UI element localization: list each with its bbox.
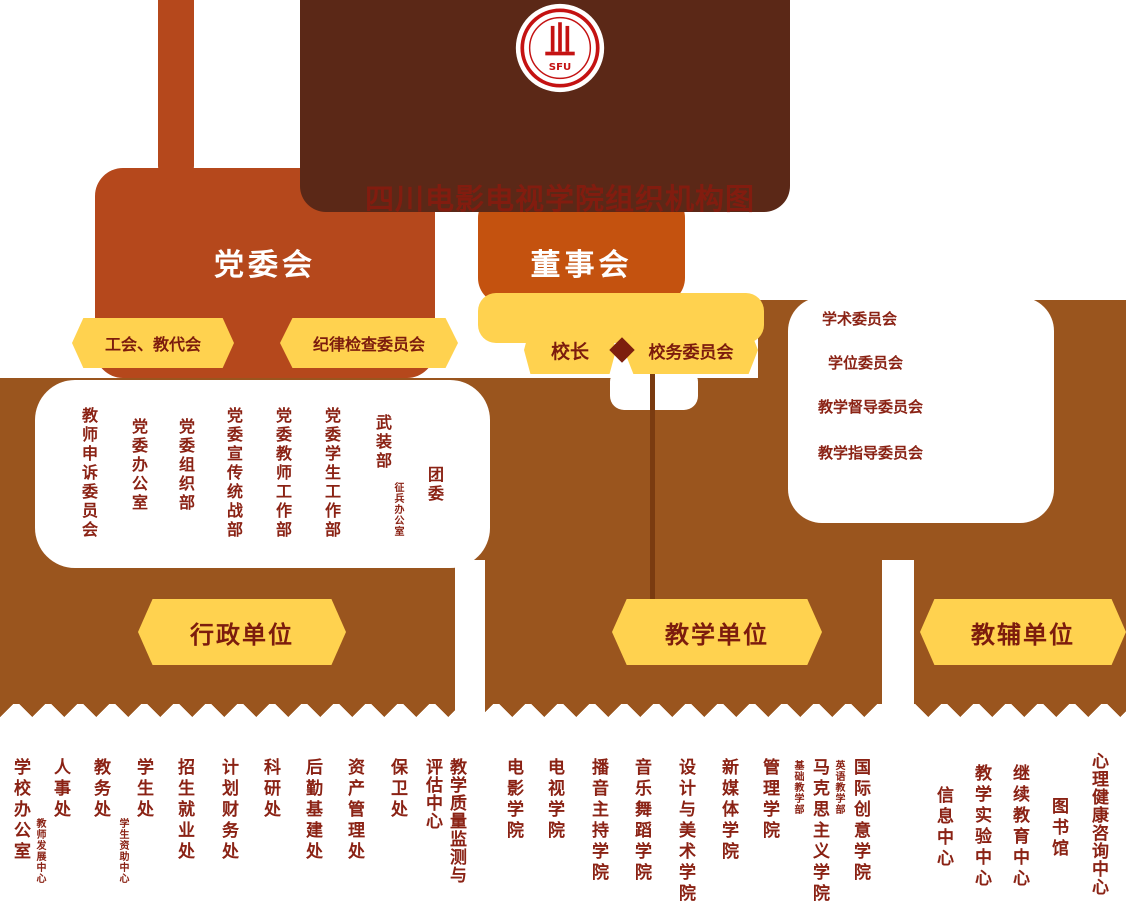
- unit-label: 科研处: [260, 758, 280, 821]
- section-gap-left: [455, 560, 485, 718]
- unit-sublabel: 学生资助中心: [117, 818, 128, 884]
- unit-label: 学校办公室: [10, 758, 30, 863]
- unit-sublabel: 教师发展中心: [34, 818, 45, 884]
- party-organ-label: 党委学生工作部: [322, 407, 341, 540]
- aux-section-banner: 教辅单位: [920, 599, 1126, 665]
- committees-panel: [788, 297, 1054, 523]
- unit-label: 后勤基建处: [302, 758, 322, 863]
- party-organ-label: 党委组织部: [176, 418, 195, 513]
- admin-section-banner: 行政单位: [138, 599, 346, 665]
- discipline-committee-banner: 纪律检查委员会: [280, 318, 458, 368]
- committee-label: 教学指导委员会: [818, 444, 924, 462]
- union-banner: 工会、教代会: [72, 318, 234, 368]
- unit-label: 心理健康咨询中心: [1088, 752, 1108, 896]
- party-organ-label: 党委宣传统战部: [224, 407, 243, 540]
- unit-label: 人事处: [50, 758, 70, 821]
- party-organ-sublabel: 征兵办公室: [392, 482, 403, 537]
- unit-sublabel: 基础教学部: [792, 760, 803, 815]
- unit-label: 播音主持学院: [588, 758, 608, 884]
- teaching-section-banner: 教学单位: [612, 599, 822, 665]
- party-organs-panel: [35, 380, 490, 568]
- unit-label: 新媒体学院: [718, 758, 738, 863]
- unit-label: 设计与美术学院: [675, 758, 695, 905]
- seal-letters: SFU: [549, 62, 571, 73]
- section-gap-right: [882, 560, 914, 718]
- unit-label: 电影学院: [503, 758, 523, 842]
- school-council-banner: 校务委员会: [624, 326, 758, 374]
- unit-label: 计划财务处: [218, 758, 238, 863]
- unit-label: 电视学院: [544, 758, 564, 842]
- unit-label: 音乐舞蹈学院: [631, 758, 651, 884]
- unit-label: 教务处: [90, 758, 110, 821]
- party-organ-label: 党委教师工作部: [273, 407, 292, 540]
- page-title: 四川电影电视学院组织机构图: [364, 182, 755, 216]
- party-organ-label: 团委: [425, 466, 444, 504]
- committee-label: 教学督导委员会: [818, 398, 924, 416]
- unit-label: 信息中心: [933, 786, 953, 870]
- unit-label: 教学质量监测与评估中心: [422, 758, 466, 884]
- unit-label: 图书馆: [1048, 797, 1068, 860]
- unit-label: 继续教育中心: [1009, 764, 1029, 890]
- unit-label: 马克思主义学院: [809, 758, 829, 905]
- party-organ-label: 党委办公室: [129, 418, 148, 513]
- president-banner: 校长: [524, 326, 616, 374]
- unit-label: 国际创意学院: [850, 758, 870, 884]
- unit-label: 招生就业处: [174, 758, 194, 863]
- rust-decor-column: [158, 0, 194, 180]
- unit-label: 学生处: [133, 758, 153, 821]
- party-committee-label: 党委会: [214, 248, 316, 283]
- committee-label: 学术委员会: [822, 310, 898, 328]
- sawtooth-bottom-edge: [0, 701, 1126, 717]
- unit-sublabel: 英语教学部: [833, 760, 844, 815]
- council-connector-line: [650, 366, 655, 604]
- unit-label: 保卫处: [387, 758, 407, 821]
- party-organ-label: 教师申诉委员会: [79, 407, 98, 540]
- committee-label: 学位委员会: [828, 354, 904, 372]
- unit-label: 教学实验中心: [971, 764, 991, 890]
- party-organ-label: 武装部: [373, 414, 392, 471]
- board-of-directors-label: 董事会: [530, 248, 633, 283]
- unit-label: 管理学院: [759, 758, 779, 842]
- university-seal-logo: SFU: [514, 2, 606, 94]
- unit-label: 资产管理处: [344, 758, 364, 863]
